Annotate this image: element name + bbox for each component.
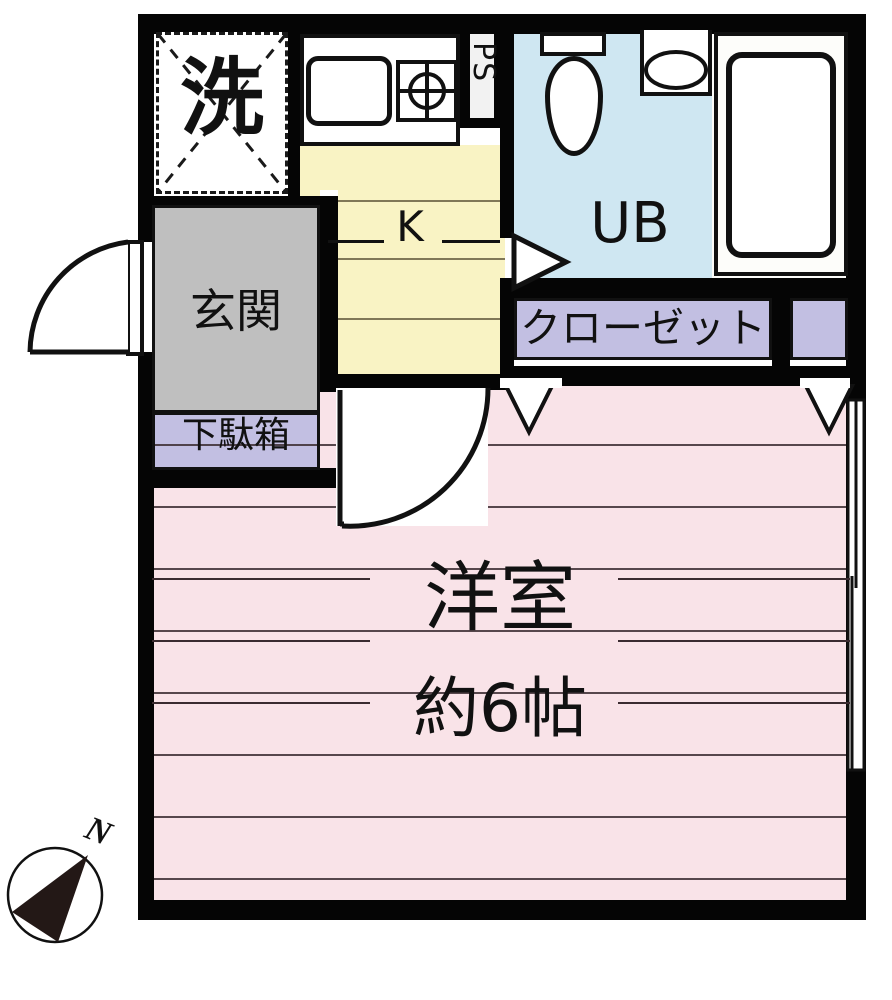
wall-kitchen-ub-lower [500, 278, 514, 390]
main-room-rule-left-1 [152, 578, 370, 580]
closet-label: クローゼット [520, 304, 766, 352]
toilet-bowl [545, 56, 603, 156]
washer-label: 洗 [179, 49, 264, 147]
floor-line [150, 878, 850, 880]
floor-line [150, 630, 850, 632]
entrance-label: 玄関 [190, 284, 282, 338]
pipe-shaft-floor [468, 32, 496, 124]
wall-right [846, 14, 866, 920]
floor-line [150, 506, 850, 508]
main-room-rule-right-2 [618, 640, 850, 642]
kitchen-label: K [396, 202, 424, 251]
wall-left-upper [138, 14, 154, 242]
kitchen-floor-line [320, 318, 505, 320]
wall-kitchen-ub [500, 30, 514, 238]
unit-bath-label: UB [590, 191, 670, 256]
wall-closet-bottom [500, 366, 848, 386]
wall-bottom [138, 900, 866, 920]
kitchen-floor-line [320, 258, 505, 260]
floor-line [150, 692, 850, 694]
main-room-rule-right-1 [618, 578, 850, 580]
kitchen-floor-line [300, 200, 505, 202]
floor-line [150, 568, 850, 570]
wall-top [138, 14, 866, 34]
wall-ps-left [460, 30, 470, 126]
stove-burner-box [396, 60, 458, 122]
wall-ps-right [494, 30, 504, 126]
entrance-floor [152, 205, 320, 413]
wall-entrance-bottom [138, 468, 338, 488]
floor-line [150, 444, 850, 446]
main-room-rule-left-3 [152, 702, 370, 704]
toilet-tank [540, 32, 606, 56]
kitchen-sink [306, 56, 392, 126]
shoe-cabinet-fill [152, 412, 320, 470]
closet-fill [514, 298, 772, 360]
floor-line [150, 816, 850, 818]
main-room-rule-right-3 [618, 702, 850, 704]
closet-fill-right [790, 298, 848, 360]
closet-outline [514, 298, 772, 360]
main-room-rule-left-2 [152, 640, 370, 642]
wall-kitchen-bottom [336, 374, 508, 390]
kitchen-label-rule-left [328, 240, 384, 243]
main-room-size-label: 約6帖 [413, 670, 587, 747]
wall-ps-bottom [460, 118, 504, 128]
pipe-shaft-label: PS [466, 42, 501, 84]
main-room-label: 洋室 [424, 553, 576, 642]
wall-closet-divider [772, 296, 790, 368]
entrance-outline [152, 205, 320, 413]
wash-basin-alcove [640, 30, 712, 96]
floor-line [150, 754, 850, 756]
shoe-cabinet-outline [152, 412, 320, 470]
wall-entrance-right [320, 196, 338, 392]
closet-outline-right [790, 298, 848, 360]
kitchen-floor-lower [320, 280, 505, 385]
bathtub [726, 52, 836, 258]
compass-label: N [79, 809, 117, 854]
wall-ub-bottom [504, 278, 848, 298]
shoe-cabinet-label: 下駄箱 [181, 415, 290, 456]
wall-washer-right [288, 30, 300, 196]
kitchen-label-rule-right [442, 240, 500, 243]
wall-left-mid [138, 352, 154, 920]
